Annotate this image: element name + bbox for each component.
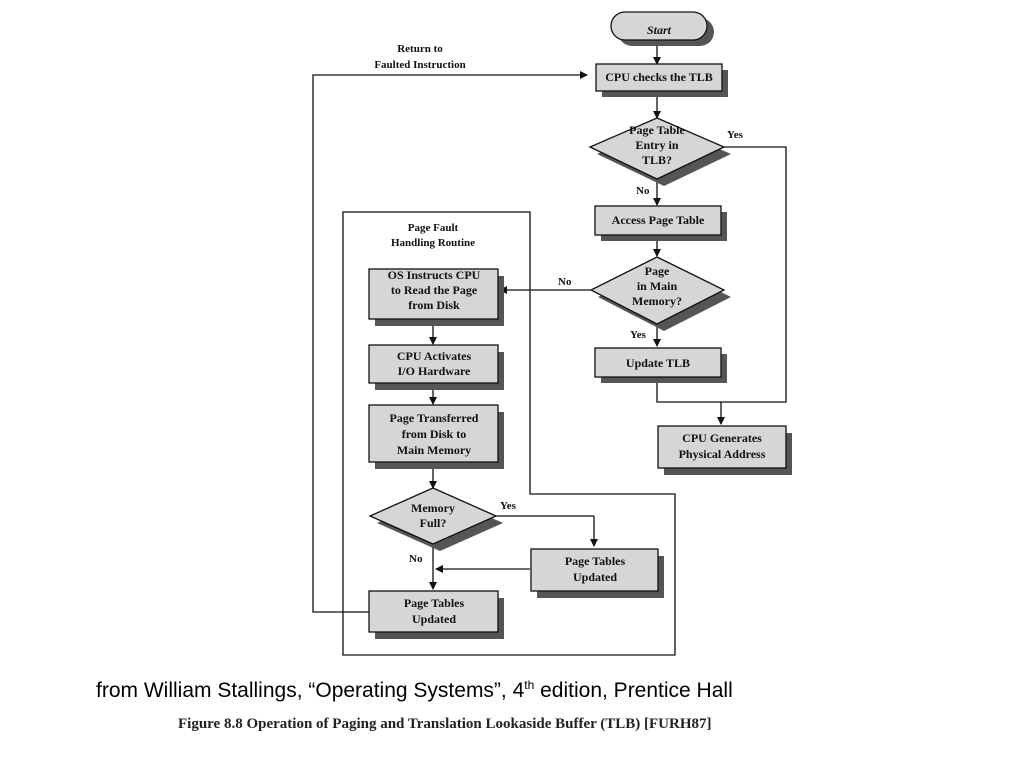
- page-fault-routine-border: [342, 211, 676, 656]
- page-tables-right-line-1: Page Tables: [565, 554, 626, 568]
- os-instructs-cpu-box: OS Instructs CPU to Read the Page from D…: [368, 268, 504, 326]
- no-memory-label: No: [558, 276, 572, 288]
- figure-caption: Figure 8.8 Operation of Paging and Trans…: [178, 716, 712, 732]
- yes-memory-label: Yes: [630, 329, 647, 341]
- page-tables-updated-left-box: Page Tables Updated: [368, 590, 504, 639]
- page-tables-left-line-1: Page Tables: [404, 596, 465, 610]
- cpu-generates-address-box: CPU Generates Physical Address: [657, 425, 792, 475]
- os-instructs-line-2: to Read the Page: [391, 283, 478, 297]
- pte-in-tlb-line-3: TLB?: [642, 153, 672, 167]
- access-page-table-box: Access Page Table: [594, 205, 727, 241]
- page-transferred-line-1: Page Transferred: [390, 411, 479, 425]
- page-transferred-line-3: Main Memory: [397, 443, 471, 457]
- yes-full-label: Yes: [500, 500, 517, 512]
- credit-before: from William Stallings, “Operating Syste…: [96, 679, 525, 702]
- page-tables-right-line-2: Updated: [573, 570, 617, 584]
- page-in-memory-line-2: in Main: [637, 279, 678, 293]
- page-in-memory-line-1: Page: [645, 264, 670, 278]
- start-label: Start: [647, 23, 672, 37]
- cpu-checks-tlb-box: CPU checks the TLB: [595, 63, 728, 97]
- yes-tlb-label: Yes: [727, 129, 744, 141]
- return-label-line-2: Faulted Instruction: [374, 59, 465, 71]
- credit-after: edition, Prentice Hall: [534, 679, 733, 702]
- memory-full-decision: Memory Full?: [368, 487, 503, 551]
- pte-in-tlb-decision: Page Table Entry in TLB?: [588, 117, 731, 186]
- routine-label-line-1: Page Fault: [408, 222, 459, 234]
- update-tlb-label: Update TLB: [626, 356, 690, 370]
- no-full-label: No: [409, 553, 423, 565]
- no-tlb-label: No: [636, 185, 650, 197]
- routine-label-line-2: Handling Routine: [391, 237, 475, 249]
- page-tables-updated-right-box: Page Tables Updated: [530, 548, 664, 598]
- memory-full-line-2: Full?: [420, 516, 447, 530]
- pte-in-tlb-line-2: Entry in: [635, 138, 678, 152]
- cpu-generates-line-1: CPU Generates: [682, 431, 762, 445]
- credit-sup: th: [524, 678, 535, 692]
- start-node: Start: [610, 11, 714, 46]
- page-in-memory-line-3: Memory?: [632, 294, 682, 308]
- update-tlb-box: Update TLB: [594, 347, 727, 383]
- page-tables-left-line-2: Updated: [412, 612, 456, 626]
- memory-full-line-1: Memory: [411, 501, 455, 515]
- page-transferred-line-2: from Disk to: [402, 427, 466, 441]
- return-label-line-1: Return to: [397, 43, 443, 55]
- cpu-activates-io-box: CPU Activates I/O Hardware: [368, 344, 504, 390]
- os-instructs-line-1: OS Instructs CPU: [388, 268, 481, 282]
- cpu-checks-tlb-label: CPU checks the TLB: [605, 70, 712, 84]
- credit-text: from William Stallings, “Operating Syste…: [96, 678, 733, 703]
- os-instructs-line-3: from Disk: [408, 298, 460, 312]
- cpu-generates-line-2: Physical Address: [679, 447, 766, 461]
- cpu-activates-line-2: I/O Hardware: [398, 364, 471, 378]
- cpu-activates-line-1: CPU Activates: [397, 349, 472, 363]
- page-transferred-box: Page Transferred from Disk to Main Memor…: [368, 404, 504, 469]
- access-page-table-label: Access Page Table: [612, 213, 705, 227]
- page-in-memory-decision: Page in Main Memory?: [589, 256, 731, 331]
- pte-in-tlb-line-1: Page Table: [629, 123, 685, 137]
